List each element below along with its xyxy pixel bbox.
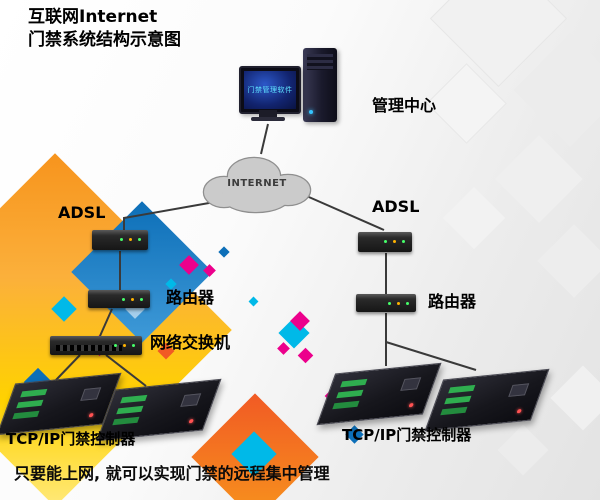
terminal-block bbox=[120, 394, 148, 404]
adsl-right-label: ADSL bbox=[372, 197, 420, 216]
internet-cloud-label: INTERNET bbox=[227, 178, 287, 189]
decor-diamond bbox=[248, 296, 259, 307]
decor-diamond bbox=[550, 365, 600, 431]
adsl-modem-right-icon bbox=[358, 232, 412, 252]
status-led bbox=[188, 418, 194, 424]
monitor-stand-base bbox=[251, 117, 285, 121]
terminal-block bbox=[340, 378, 368, 388]
router-left-label: 路由器 bbox=[166, 288, 215, 307]
decor-diamond bbox=[277, 342, 290, 355]
decor-diamond bbox=[297, 347, 314, 364]
router-right-label: 路由器 bbox=[428, 292, 477, 311]
chip bbox=[80, 387, 102, 401]
controllers-right-label: TCP/IP门禁控制器 bbox=[342, 426, 472, 444]
monitor-screen: 门禁管理软件 bbox=[244, 71, 296, 109]
router-left-icon bbox=[88, 290, 150, 308]
management-center-label: 管理中心 bbox=[372, 96, 437, 115]
title-line-2: 门禁系统结构示意图 bbox=[28, 29, 181, 50]
monitor-stand bbox=[259, 110, 277, 117]
terminal-block bbox=[448, 384, 476, 394]
terminal-block bbox=[20, 388, 48, 398]
access-controller-board-icon bbox=[316, 362, 442, 426]
status-led bbox=[408, 402, 414, 408]
computer-monitor-icon: 门禁管理软件 bbox=[239, 66, 301, 114]
diagram-title: 互联网Internet 门禁系统结构示意图 bbox=[28, 6, 181, 52]
decor-diamond bbox=[495, 135, 583, 223]
decor-diamond bbox=[442, 186, 506, 250]
decor-diamond bbox=[218, 246, 230, 258]
computer-tower-icon bbox=[303, 48, 337, 122]
status-led bbox=[516, 408, 522, 414]
adsl-left-label: ADSL bbox=[58, 203, 106, 222]
chip bbox=[400, 377, 422, 391]
controllers-left-label: TCP/IP门禁控制器 bbox=[6, 430, 136, 448]
router-right-icon bbox=[356, 294, 416, 312]
screen-software-label: 门禁管理软件 bbox=[247, 86, 293, 94]
access-controller-board-icon bbox=[424, 368, 550, 432]
network-switch-label: 网络交换机 bbox=[150, 333, 231, 352]
chip bbox=[180, 393, 202, 407]
decor-diamond bbox=[537, 224, 600, 298]
title-line-1: 互联网Internet bbox=[28, 7, 158, 27]
decor-diamond bbox=[497, 424, 549, 476]
management-center-node: 门禁管理软件 bbox=[235, 48, 345, 133]
internet-cloud-node: INTERNET bbox=[196, 148, 318, 218]
status-led bbox=[88, 412, 94, 418]
network-switch-icon bbox=[50, 336, 142, 355]
adsl-modem-left-icon bbox=[92, 230, 148, 250]
chip bbox=[508, 383, 530, 397]
footer-note: 只要能上网, 就可以实现门禁的远程集中管理 bbox=[14, 464, 330, 483]
